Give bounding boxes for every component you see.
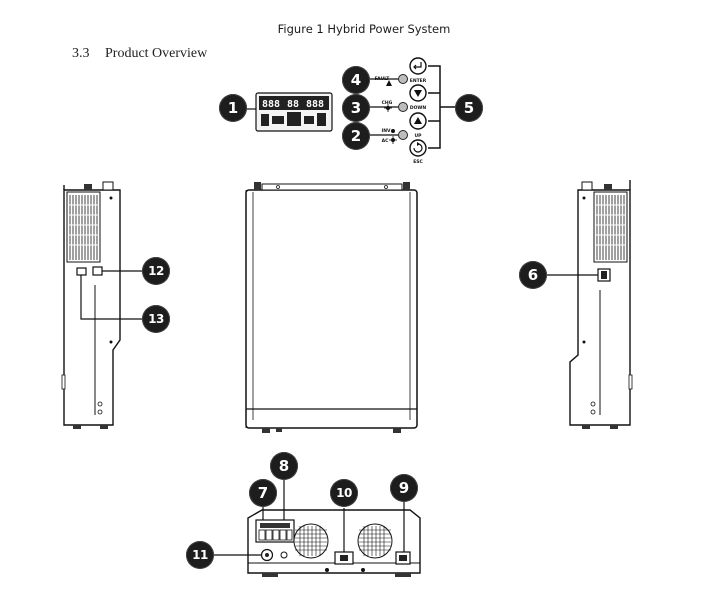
button-bracket — [428, 65, 441, 149]
callout-10: 10 — [330, 479, 358, 507]
callout-1: 1 — [219, 94, 247, 122]
callout-13: 13 — [142, 305, 170, 333]
svg-text:88: 88 — [287, 99, 299, 110]
left-side-view — [61, 181, 142, 429]
down-label: DOWN — [410, 105, 427, 111]
esc-button[interactable] — [409, 139, 427, 157]
callout-4: 4 — [342, 66, 370, 94]
inverter-icon — [391, 129, 395, 133]
callout-3: 3 — [342, 94, 370, 122]
warning-icon — [386, 80, 392, 86]
section-heading: 3.3 Product Overview — [72, 46, 207, 62]
cooling-fan-left — [293, 523, 329, 559]
up-arrow-icon — [414, 117, 422, 124]
enter-label: ENTER — [410, 78, 427, 84]
ac-sun-icon — [389, 136, 397, 144]
up-button[interactable] — [409, 112, 427, 130]
section-number: 3.3 — [72, 46, 90, 61]
fault-led — [398, 74, 408, 84]
right-side-view — [546, 180, 633, 429]
down-button[interactable] — [409, 84, 427, 102]
callout-6: 6 — [519, 261, 547, 289]
esc-icon — [413, 143, 423, 153]
section-title: Product Overview — [105, 46, 208, 61]
chg-label: CHG — [382, 100, 393, 106]
callout-8: 8 — [270, 452, 298, 480]
figure-caption: Figure 1 Hybrid Power System — [277, 22, 451, 36]
ac-label: AC — [382, 138, 389, 144]
enter-icon — [413, 62, 422, 70]
esc-label: ESC — [413, 159, 423, 165]
up-label: UP — [415, 133, 423, 139]
inverter-led — [398, 130, 408, 140]
callout-9: 9 — [390, 474, 418, 502]
callout-2: 2 — [342, 122, 370, 150]
svg-text:888: 888 — [306, 99, 324, 110]
charge-led — [398, 102, 408, 112]
cooling-fan-right — [357, 523, 393, 559]
rs232-port — [76, 267, 87, 276]
control-panel: 888 88 888 — [247, 57, 456, 165]
down-arrow-icon — [414, 90, 422, 97]
front-view — [245, 182, 418, 433]
usb-port — [92, 266, 103, 276]
inv-label: INV — [382, 128, 391, 134]
bottom-view — [214, 478, 421, 577]
lcd-display: 888 88 888 — [255, 92, 333, 132]
callout-5: 5 — [455, 94, 483, 122]
callout-7: 7 — [249, 479, 277, 507]
callout-11: 11 — [186, 541, 214, 569]
svg-text:888: 888 — [262, 99, 280, 110]
callout-12: 12 — [142, 257, 170, 285]
enter-button[interactable] — [409, 57, 427, 75]
